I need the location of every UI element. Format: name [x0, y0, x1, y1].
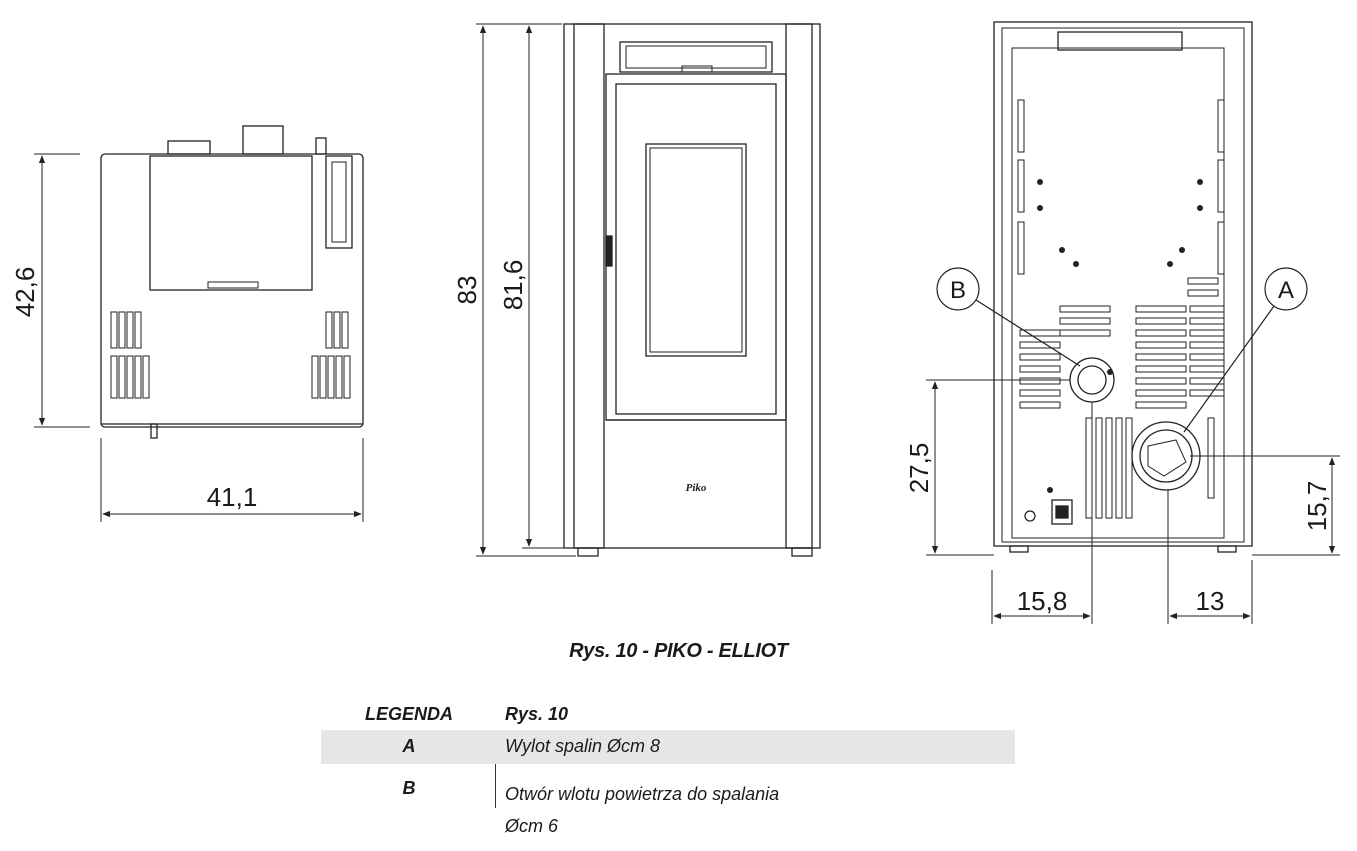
front-body-height-dimension	[522, 25, 564, 549]
legend-value-b: Otwór wlotu powietrza do spalania Øcm 6	[505, 784, 780, 836]
rear-a-height-dimension	[1190, 455, 1340, 556]
callout-b	[936, 267, 1081, 367]
legend-row-b: B Otwór wlotu powietrza do spalania Øcm …	[321, 764, 1015, 848]
rear-b-offset-dimension	[991, 402, 1093, 624]
front-view	[563, 23, 821, 557]
rear-b-height-dimension	[926, 379, 1070, 556]
side-height-label: 42,6	[10, 267, 40, 318]
callout-a	[1183, 267, 1308, 433]
side-height-dimension	[34, 153, 90, 428]
legend-table: LEGENDA Rys. 10 A Wylot spalin Øcm 8 B O…	[321, 700, 1015, 848]
rear-a-height-label: 15,7	[1302, 481, 1332, 532]
rear-a-offset-dimension	[1167, 490, 1253, 624]
legend-key-b: B	[402, 778, 416, 798]
callout-b-label: B	[950, 277, 966, 304]
side-width-dimension	[100, 438, 364, 522]
front-total-height-label: 83	[452, 276, 482, 305]
brand-badge: Piko	[686, 482, 707, 494]
callout-a-label: A	[1278, 277, 1294, 304]
legend-row-a: A Wylot spalin Øcm 8	[321, 730, 1015, 764]
front-total-height-dimension	[476, 23, 576, 557]
rear-b-height-label: 27,5	[904, 443, 934, 494]
legend-divider	[495, 764, 496, 808]
legend-header-value: Rys. 10	[505, 704, 569, 724]
technical-drawing: 42,6 41,1 Piko 83 81,6	[10, 21, 1340, 624]
legend-key-a: A	[402, 736, 416, 756]
rear-b-offset-label: 15,8	[1017, 586, 1068, 616]
legend-header-key: LEGENDA	[364, 704, 453, 724]
rear-a-offset-label: 13	[1196, 586, 1225, 616]
side-width-label: 41,1	[207, 482, 258, 512]
legend-value-a: Wylot spalin Øcm 8	[505, 736, 661, 756]
figure-caption: Rys. 10 - PIKO - ELLIOT	[569, 640, 788, 662]
front-body-height-label: 81,6	[498, 260, 528, 311]
rear-view	[993, 21, 1253, 553]
top-view	[100, 125, 364, 439]
legend-header: LEGENDA Rys. 10	[321, 700, 1015, 730]
